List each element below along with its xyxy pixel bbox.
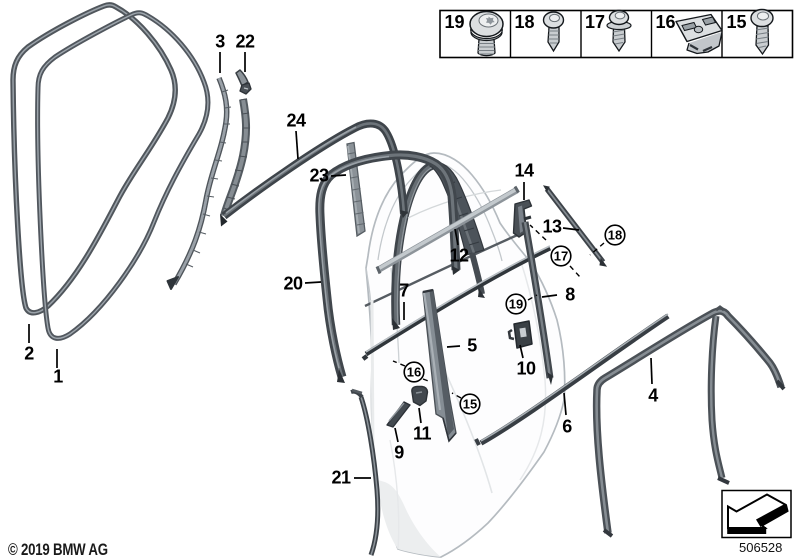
svg-text:17: 17 <box>585 12 605 32</box>
svg-text:18: 18 <box>515 12 535 32</box>
svg-text:19: 19 <box>509 297 523 312</box>
svg-text:17: 17 <box>554 249 568 264</box>
svg-text:18: 18 <box>608 228 622 243</box>
svg-text:16: 16 <box>407 365 421 380</box>
svg-text:15: 15 <box>727 12 747 32</box>
svg-text:19: 19 <box>445 12 465 32</box>
svg-text:15: 15 <box>463 397 477 412</box>
svg-text:16: 16 <box>656 12 676 32</box>
